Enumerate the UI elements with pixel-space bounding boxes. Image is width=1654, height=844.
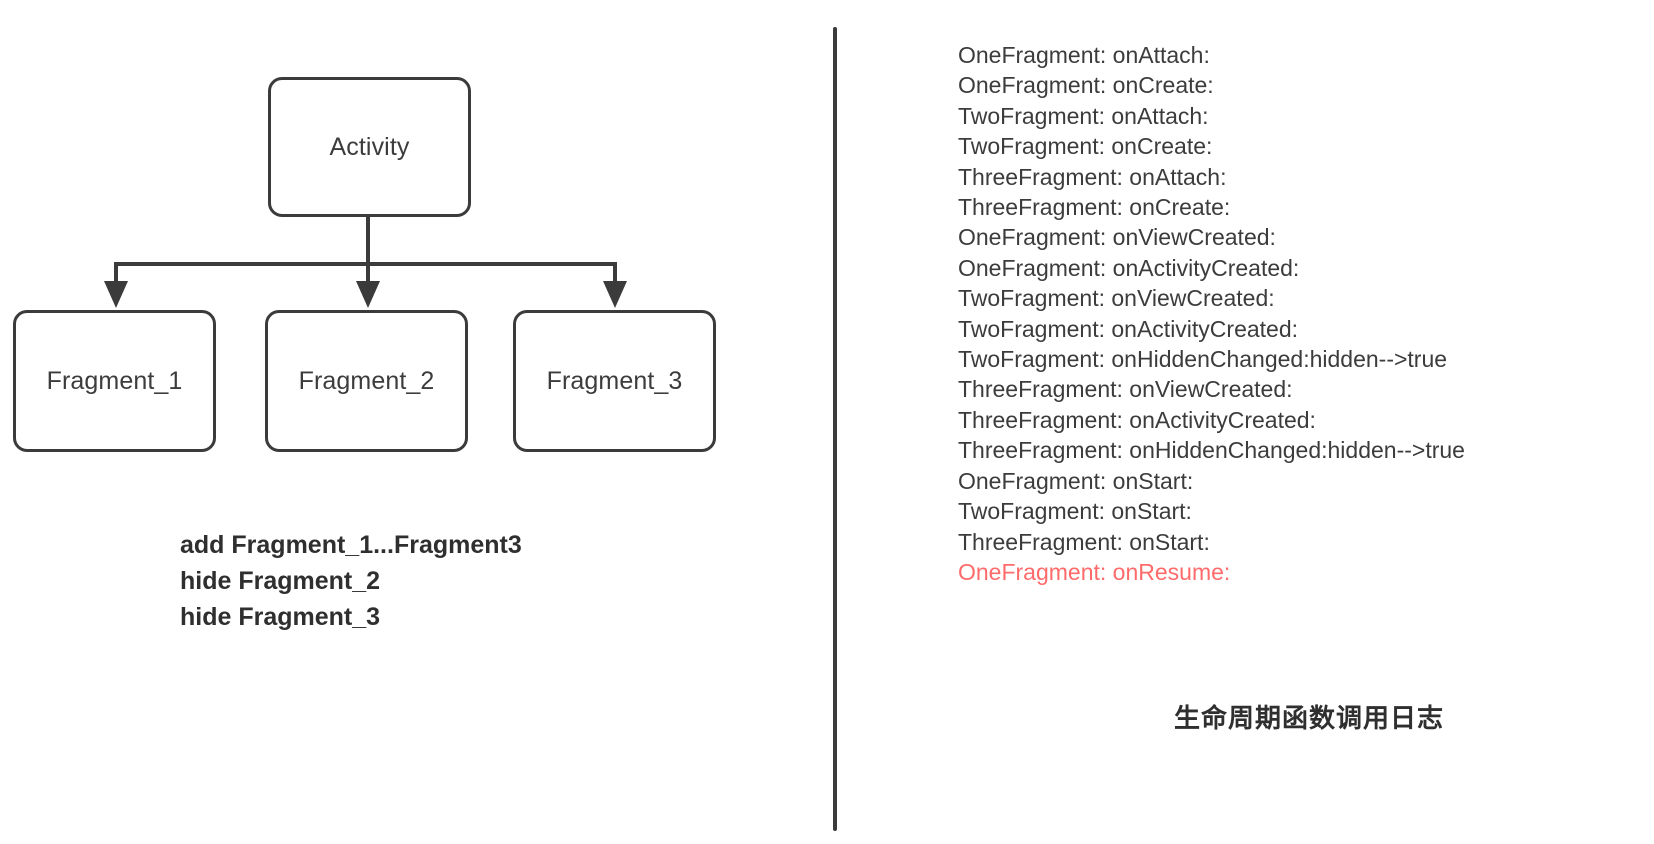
log-line: OneFragment: onViewCreated:	[958, 224, 1276, 251]
log-line: OneFragment: onCreate:	[958, 72, 1214, 99]
log-line: TwoFragment: onStart:	[958, 498, 1192, 525]
fragment-hierarchy-diagram: Activity Fragment_1 Fragment_2 Fragment_…	[0, 0, 834, 500]
log-line: OneFragment: onStart:	[958, 467, 1194, 494]
node-activity[interactable]: Activity	[268, 77, 471, 217]
node-activity-label: Activity	[329, 132, 410, 161]
node-fragment-1-label: Fragment_1	[46, 366, 183, 395]
log-line: ThreeFragment: onStart:	[958, 528, 1210, 555]
node-fragment-1[interactable]: Fragment_1	[13, 310, 216, 452]
note-line-hide-fragment-2: hide Fragment_2	[180, 567, 381, 595]
lifecycle-log: OneFragment: onAttach: OneFragment: onCr…	[958, 40, 1465, 587]
log-line: ThreeFragment: onCreate:	[958, 194, 1231, 221]
log-panel: OneFragment: onAttach: OneFragment: onCr…	[838, 0, 1654, 844]
node-fragment-2-label: Fragment_2	[298, 366, 435, 395]
node-fragment-3[interactable]: Fragment_3	[513, 310, 716, 452]
log-line: TwoFragment: onCreate:	[958, 133, 1213, 160]
log-line: OneFragment: onActivityCreated:	[958, 254, 1300, 281]
log-line: ThreeFragment: onHiddenChanged:hidden-->…	[958, 437, 1465, 464]
node-fragment-3-label: Fragment_3	[546, 366, 683, 395]
note-line-add: add Fragment_1...Fragment3	[180, 531, 522, 559]
note-line-hide-fragment-3: hide Fragment_3	[180, 603, 381, 631]
log-line: TwoFragment: onViewCreated:	[958, 285, 1275, 312]
log-line: ThreeFragment: onActivityCreated:	[958, 406, 1316, 433]
log-line: TwoFragment: onHiddenChanged:hidden-->tr…	[958, 346, 1448, 373]
log-line: ThreeFragment: onAttach:	[958, 163, 1227, 190]
operation-notes: add Fragment_1...Fragment3 hide Fragment…	[180, 527, 522, 635]
log-caption: 生命周期函数调用日志	[1174, 703, 1445, 733]
log-line-highlighted: OneFragment: onResume:	[958, 558, 1231, 585]
log-line: OneFragment: onAttach:	[958, 42, 1210, 68]
diagram-panel: Activity Fragment_1 Fragment_2 Fragment_…	[0, 0, 834, 635]
log-line: TwoFragment: onAttach:	[958, 102, 1209, 129]
log-line: ThreeFragment: onViewCreated:	[958, 376, 1293, 403]
node-fragment-2[interactable]: Fragment_2	[265, 310, 468, 452]
log-line: TwoFragment: onActivityCreated:	[958, 315, 1299, 342]
panel-divider	[833, 27, 837, 831]
